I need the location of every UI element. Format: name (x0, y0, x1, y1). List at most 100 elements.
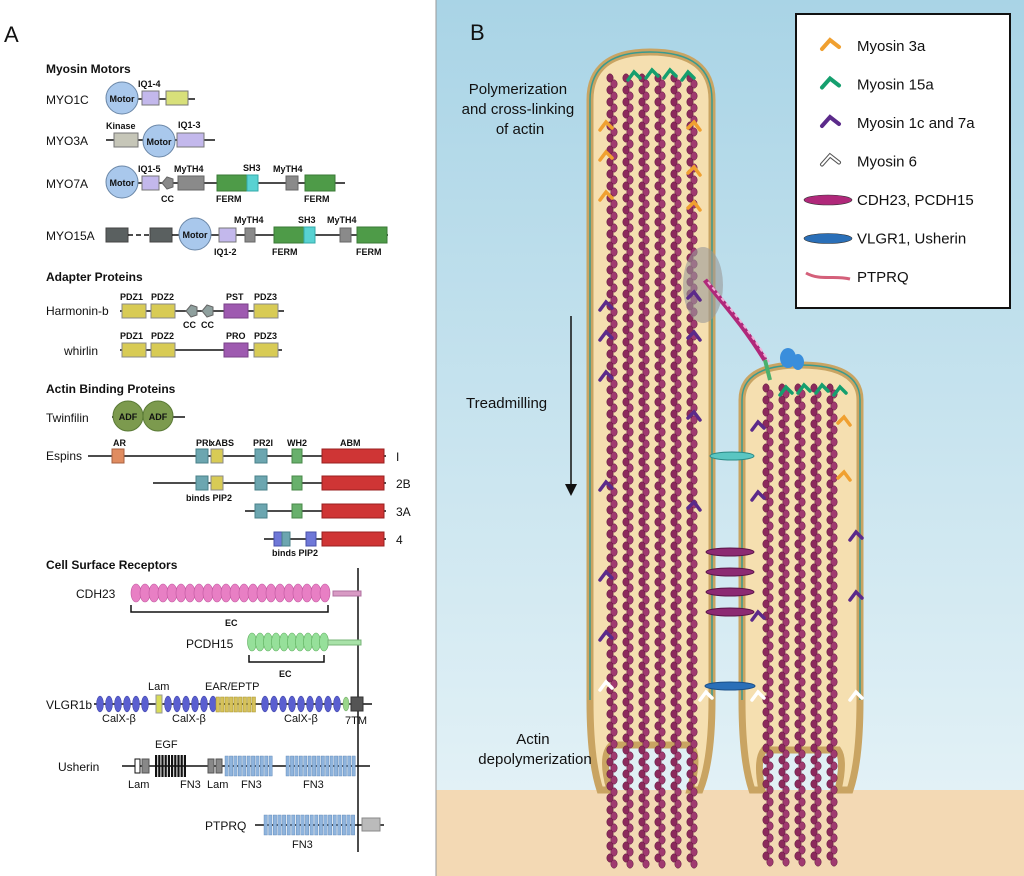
actin-subunit (814, 641, 822, 651)
actin-subunit (670, 733, 678, 743)
iq-domain (141, 175, 160, 191)
actin-subunit (674, 607, 682, 617)
actin-subunit (826, 779, 834, 789)
ferm-label: FERM (272, 247, 298, 257)
actin-subunit (606, 133, 614, 143)
calx-repeat (132, 695, 140, 713)
actin-subunit (654, 481, 662, 491)
actin-subunit (654, 109, 662, 119)
actin-subunit (810, 443, 818, 453)
actin-subunit (830, 857, 838, 867)
fn3-repeat (285, 755, 290, 777)
fn3-repeat (282, 814, 286, 836)
actin-subunit (622, 469, 630, 479)
actin-subunit (814, 761, 822, 771)
actin-subunit (626, 811, 634, 821)
actin-subunit (606, 409, 614, 419)
actin-subunit (778, 683, 786, 693)
actin-subunit (690, 547, 698, 557)
pip2-domain (273, 531, 283, 547)
actin-subunit (626, 643, 634, 653)
actin-subunit (778, 587, 786, 597)
actin-filaments (606, 73, 698, 869)
actin-subunit (686, 109, 694, 119)
espins-name: Espins (46, 449, 82, 463)
actin-subunit (670, 301, 678, 311)
actin-subunit (766, 677, 774, 687)
actin-subunit (778, 611, 786, 621)
myosin-motor (750, 489, 766, 502)
actin-subunit (622, 445, 630, 455)
actin-subunit (670, 157, 678, 167)
actin-subunit (610, 583, 618, 593)
kinase-domain (113, 132, 139, 148)
actin-subunit (778, 635, 786, 645)
actin-subunit (626, 775, 634, 785)
actin-subunit (674, 571, 682, 581)
actin-subunit (610, 595, 618, 605)
sh3-domain (246, 174, 259, 192)
actin-subunit (690, 223, 698, 233)
fn3-label: FN3 (292, 839, 313, 851)
actin-subunit (686, 433, 694, 443)
actin-subunit (686, 349, 694, 359)
actin-subunit (610, 823, 618, 833)
actin-subunit (670, 169, 678, 179)
actin-subunit (610, 667, 618, 677)
pdz1-domain (121, 303, 147, 319)
actin-subunit (670, 217, 678, 227)
actin-subunit (670, 181, 678, 191)
actin-subunit (622, 529, 630, 539)
actin-subunit (622, 625, 630, 635)
ptprq-name: PTPRQ (205, 819, 246, 833)
actin-subunit (642, 859, 650, 869)
actin-subunit (610, 115, 618, 125)
legend-label: CDH23, PCDH15 (857, 192, 974, 209)
cdh23-name: CDH23 (76, 587, 116, 601)
legend-item: Myosin 15a (820, 75, 934, 94)
n-terminal-domain (105, 227, 129, 243)
actin-subunit (766, 401, 774, 411)
actin-subunit (690, 655, 698, 665)
pip2-domain (305, 531, 317, 547)
actin-subunit (610, 295, 618, 305)
abm-label: ABM (340, 438, 361, 448)
ear-repeat (242, 696, 247, 713)
actin-subunit (686, 421, 694, 431)
actin-subunit (766, 473, 774, 483)
actin-subunit (794, 503, 802, 513)
ear-repeat (229, 696, 234, 713)
actin-subunit (766, 845, 774, 855)
actin-subunit (622, 253, 630, 263)
actin-subunit (690, 91, 698, 101)
actin-subunit (654, 805, 662, 815)
actin-subunit (654, 637, 662, 647)
actin-subunit (782, 401, 790, 411)
actin-subunit (810, 563, 818, 573)
egf-repeat (164, 755, 167, 777)
actin-subunit (674, 691, 682, 701)
actin-subunit (674, 103, 682, 113)
actin-subunit (610, 91, 618, 101)
actin-subunit (674, 595, 682, 605)
actin-subunit (610, 751, 618, 761)
actin-subunit (626, 151, 634, 161)
actin-subunit (794, 623, 802, 633)
actin-subunit (622, 793, 630, 803)
myosin-motor (848, 529, 864, 542)
myosin-motor (598, 149, 614, 162)
pdz3-domain (253, 303, 279, 319)
actin-subunit (762, 671, 770, 681)
actin-subunit (642, 655, 650, 665)
actin-subunit (606, 265, 614, 275)
twinfilin-diagram: Twinfilin ADF ADF (46, 400, 185, 432)
actin-subunit (642, 751, 650, 761)
actin-subunit (766, 605, 774, 615)
actin-subunit (606, 505, 614, 515)
ec-repeat (265, 583, 277, 603)
ec-repeat (193, 583, 205, 603)
actin-subunit (686, 229, 694, 239)
actin-subunit (610, 559, 618, 569)
actin-subunit (642, 391, 650, 401)
actin-subunit (670, 409, 678, 419)
